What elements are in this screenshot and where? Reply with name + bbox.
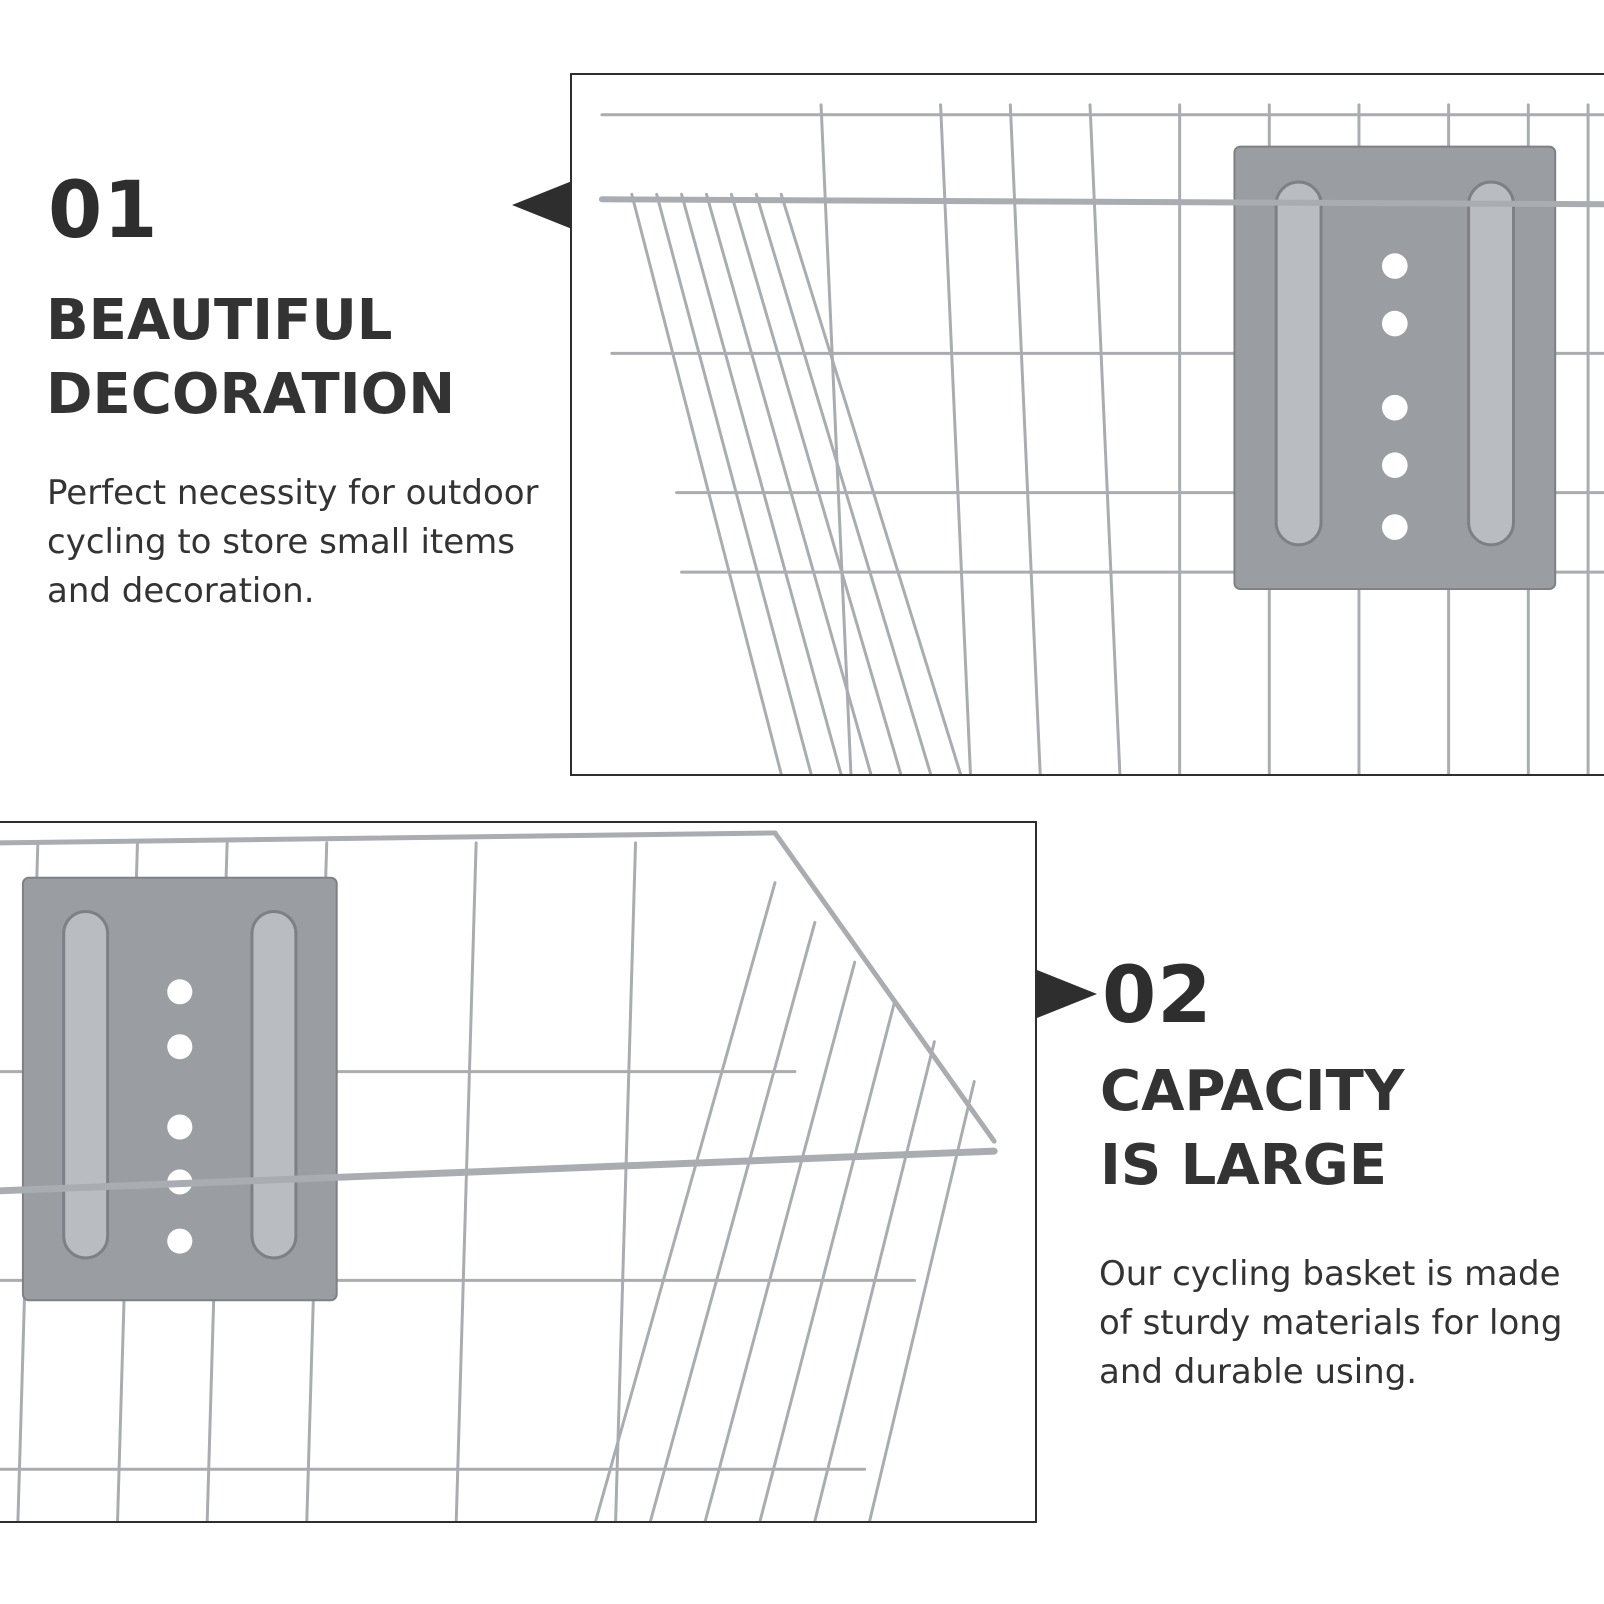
wire <box>813 1040 936 1521</box>
wire <box>704 192 873 774</box>
wire <box>0 830 778 846</box>
wire-basket-illustration <box>598 103 1604 774</box>
wire <box>1008 103 1042 774</box>
wire <box>655 192 813 774</box>
plate-hole <box>167 1228 193 1254</box>
heading-line: CAPACITY <box>1100 1059 1405 1124</box>
plate-hole <box>1381 253 1408 279</box>
wire <box>648 920 817 1521</box>
plate-hole <box>167 1034 193 1060</box>
basket-closeup-photo-top <box>570 73 1604 776</box>
pointer-arrow-icon <box>512 181 572 229</box>
plate-slot <box>1274 180 1323 547</box>
plate-hole <box>167 979 193 1005</box>
plate-hole <box>1381 310 1408 337</box>
wire <box>772 830 997 1144</box>
wire <box>939 103 972 774</box>
wire <box>598 196 1604 208</box>
wire <box>454 841 478 1521</box>
wire <box>630 192 783 774</box>
section-number: 02 <box>1102 951 1213 1041</box>
section-description: Perfect necessity for outdoor cycling to… <box>47 469 539 616</box>
plate-slot <box>1467 180 1515 547</box>
description-line: and decoration. <box>47 571 315 611</box>
section-heading: BEAUTIFUL DECORATION <box>46 284 455 432</box>
description-line: Perfect necessity for outdoor <box>47 473 539 513</box>
pointer-arrow-icon <box>1037 970 1097 1018</box>
basket-closeup-photo-bottom <box>0 821 1037 1523</box>
description-line: of sturdy materials for long <box>1099 1303 1563 1343</box>
heading-line: DECORATION <box>46 362 456 427</box>
wire <box>729 192 903 774</box>
description-line: and durable using. <box>1099 1352 1418 1392</box>
section-heading: CAPACITY IS LARGE <box>1100 1055 1404 1203</box>
plate-hole <box>1381 514 1408 540</box>
wire <box>614 841 638 1521</box>
wire <box>0 1147 998 1195</box>
wire <box>594 881 777 1521</box>
plate-slot <box>62 910 110 1260</box>
heading-line: BEAUTIFUL <box>46 288 393 353</box>
wire <box>868 1080 976 1521</box>
plate-hole <box>1381 452 1408 478</box>
wire <box>754 192 933 774</box>
wire <box>779 192 962 774</box>
section-description: Our cycling basket is made of sturdy mat… <box>1099 1250 1562 1397</box>
wire <box>819 103 853 774</box>
wire-basket-illustration <box>0 830 998 1521</box>
plate-hole <box>1381 394 1408 421</box>
description-line: Our cycling basket is made <box>1099 1254 1561 1294</box>
section-number: 01 <box>48 166 159 256</box>
plate-slot <box>250 910 298 1260</box>
wire <box>703 960 857 1521</box>
wire <box>1088 103 1122 774</box>
wire <box>758 1000 897 1521</box>
heading-line: IS LARGE <box>1100 1133 1388 1198</box>
description-line: cycling to store small items <box>47 522 515 562</box>
plate-hole <box>167 1114 193 1140</box>
wire <box>680 192 843 774</box>
